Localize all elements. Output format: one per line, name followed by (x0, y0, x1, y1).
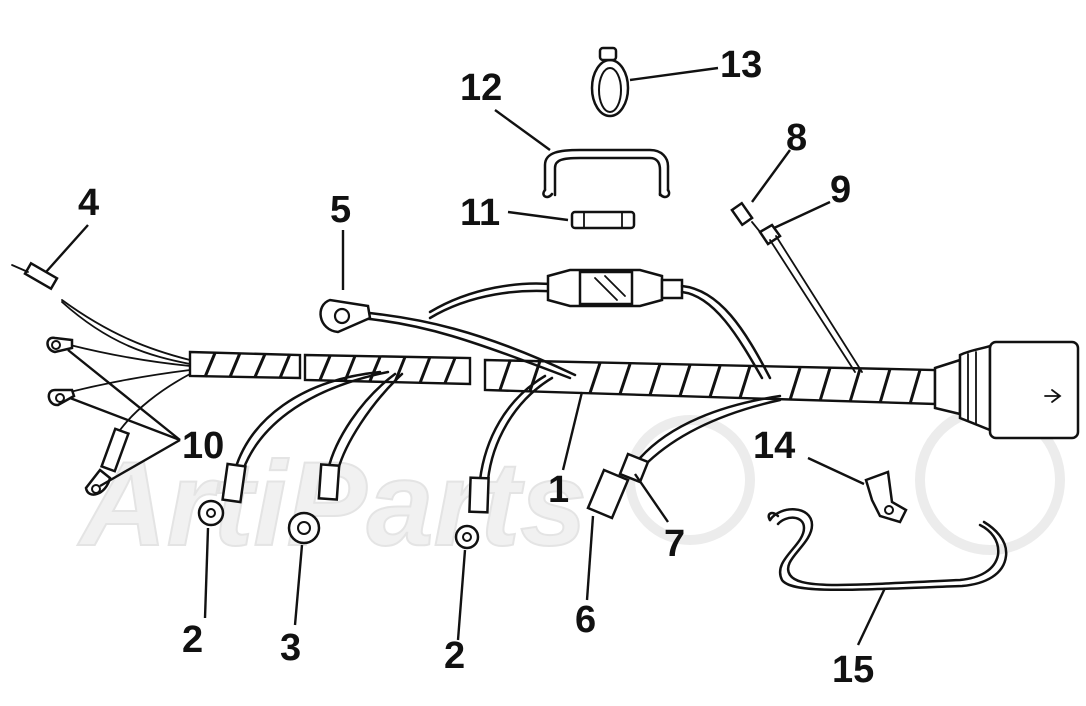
wire-branch-6-7 (586, 394, 782, 520)
harness-tape-section (188, 350, 302, 380)
terminal-8 (730, 201, 754, 227)
callout-9: 9 (830, 169, 851, 211)
inline-fuse-holder (546, 268, 684, 308)
watermark-wheel-icon (625, 415, 755, 545)
callout-5: 5 (330, 189, 351, 231)
callout-6: 6 (575, 599, 596, 641)
arrow-right-icon (1044, 389, 1062, 403)
callout-14: 14 (753, 425, 795, 467)
harness-tape-stripes (203, 352, 922, 405)
clip-12 (542, 148, 671, 199)
ground-wires (197, 370, 554, 550)
callout-13: 13 (720, 44, 762, 86)
callout-7: 7 (664, 523, 685, 565)
callout-1: 1 (548, 469, 569, 511)
left-branch-wires (11, 261, 191, 496)
callout-10: 10 (182, 425, 224, 467)
leader-lines (45, 66, 887, 646)
main-connector (933, 340, 1080, 440)
cable-tie-13 (590, 46, 630, 118)
fuse-11 (570, 210, 636, 230)
callout-15: 15 (832, 649, 874, 691)
wire-branch-8-9 (730, 201, 863, 373)
harness-tape-section (483, 358, 937, 406)
connector-6 (586, 468, 630, 520)
terminal-connector-4 (23, 261, 59, 291)
callout-4: 4 (78, 182, 99, 224)
bracket-14 (864, 470, 908, 524)
callout-12: 12 (460, 67, 502, 109)
callout-8: 8 (786, 117, 807, 159)
callout-2a: 2 (182, 619, 203, 661)
fuse-branch (319, 268, 772, 380)
callout-labels: 1 2 3 2 4 5 6 7 8 9 10 11 12 13 14 15 (78, 44, 874, 691)
callout-3: 3 (280, 627, 301, 669)
callout-2b: 2 (444, 635, 465, 677)
callout-11: 11 (460, 192, 500, 234)
wire-clip-15 (767, 508, 1008, 591)
main-harness-trunk (188, 350, 937, 406)
terminal-sleeve-10c (99, 427, 131, 473)
